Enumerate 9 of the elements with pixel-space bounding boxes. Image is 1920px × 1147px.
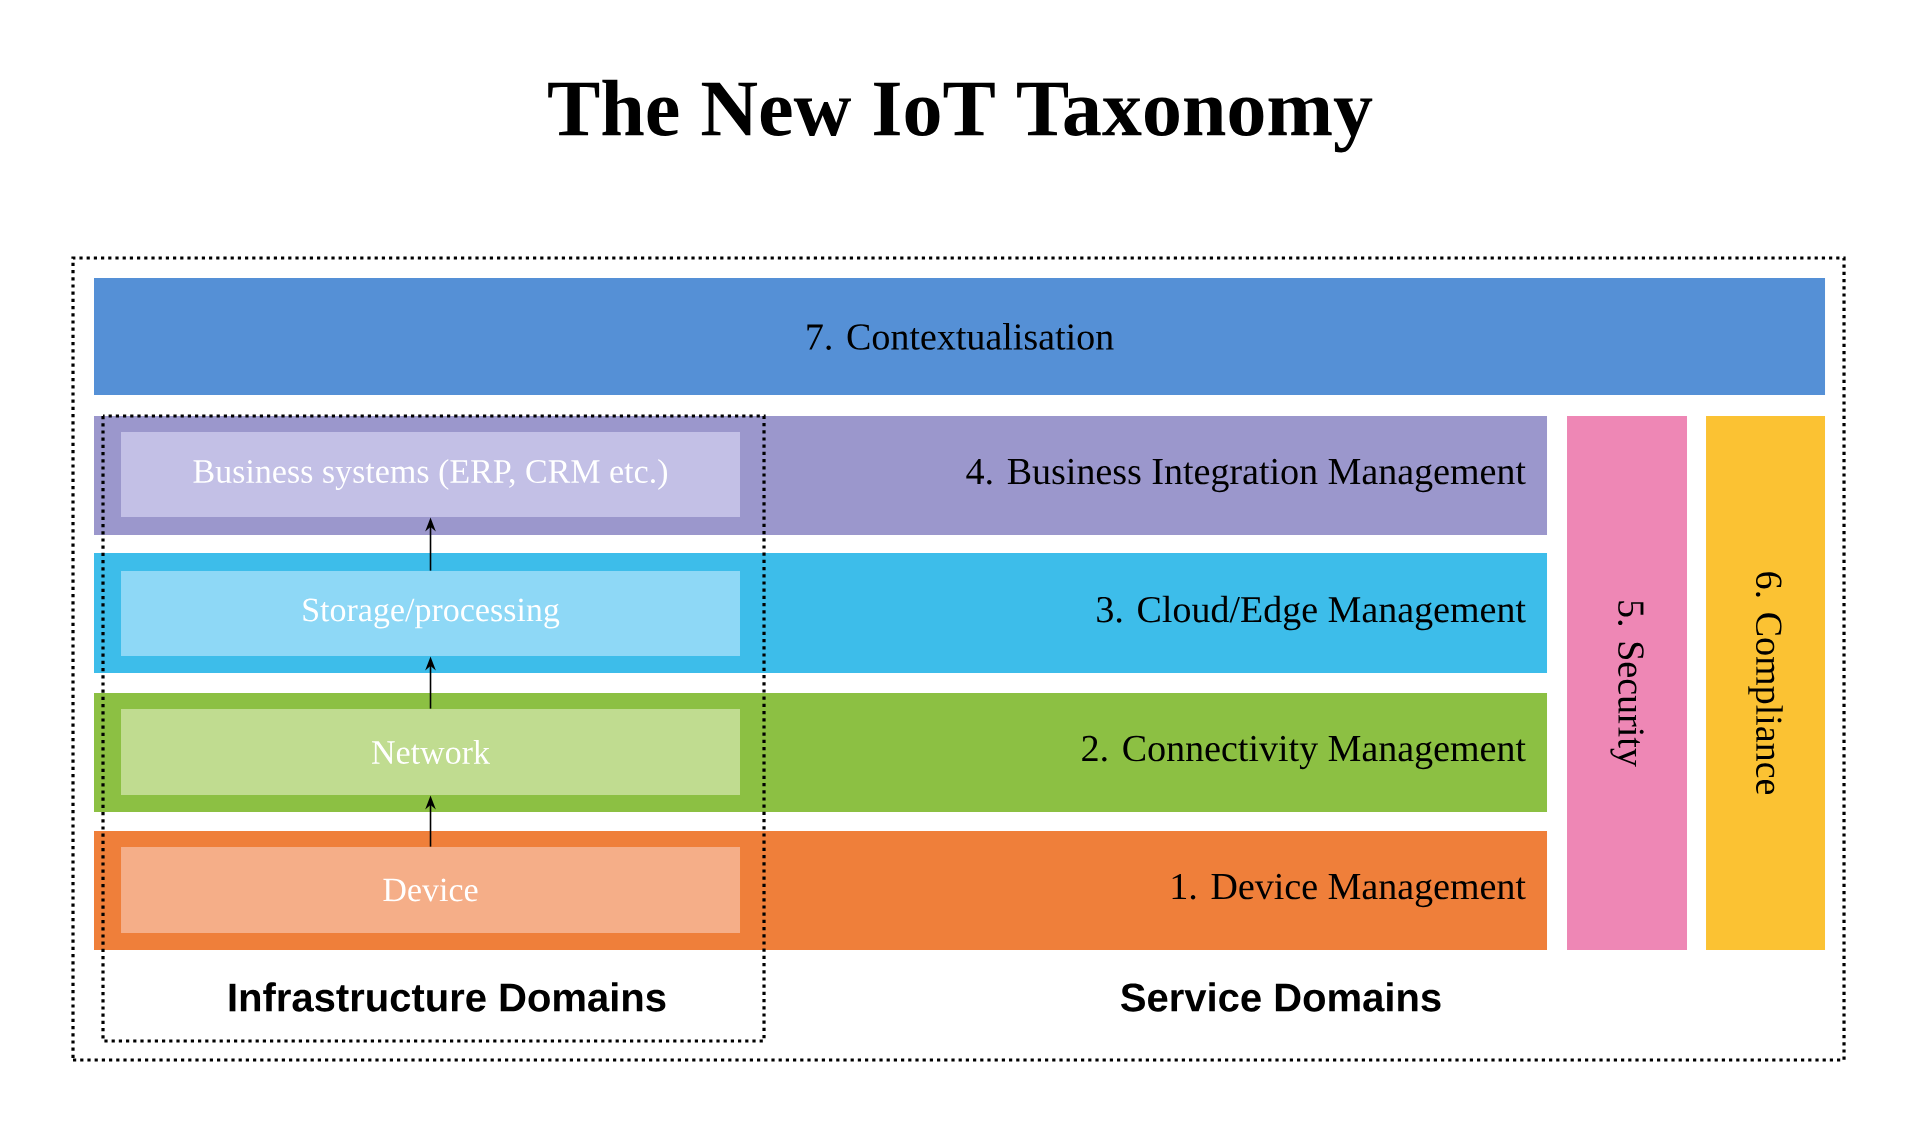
domain-column: 5. Security: [1567, 416, 1687, 950]
layer-box: Business systems (ERP, CRM etc.): [121, 432, 740, 517]
domain-band: 7. Contextualisation: [94, 278, 1825, 395]
title: The New IoT Taxonomy: [548, 79, 1373, 153]
domain-label: Infrastructure Domains: [229, 982, 666, 1012]
layer-box: Network: [121, 709, 740, 795]
layer-box: Storage/processing: [121, 571, 740, 656]
domain-column: 6. Compliance: [1706, 416, 1825, 950]
layer-box: Device: [121, 847, 740, 933]
